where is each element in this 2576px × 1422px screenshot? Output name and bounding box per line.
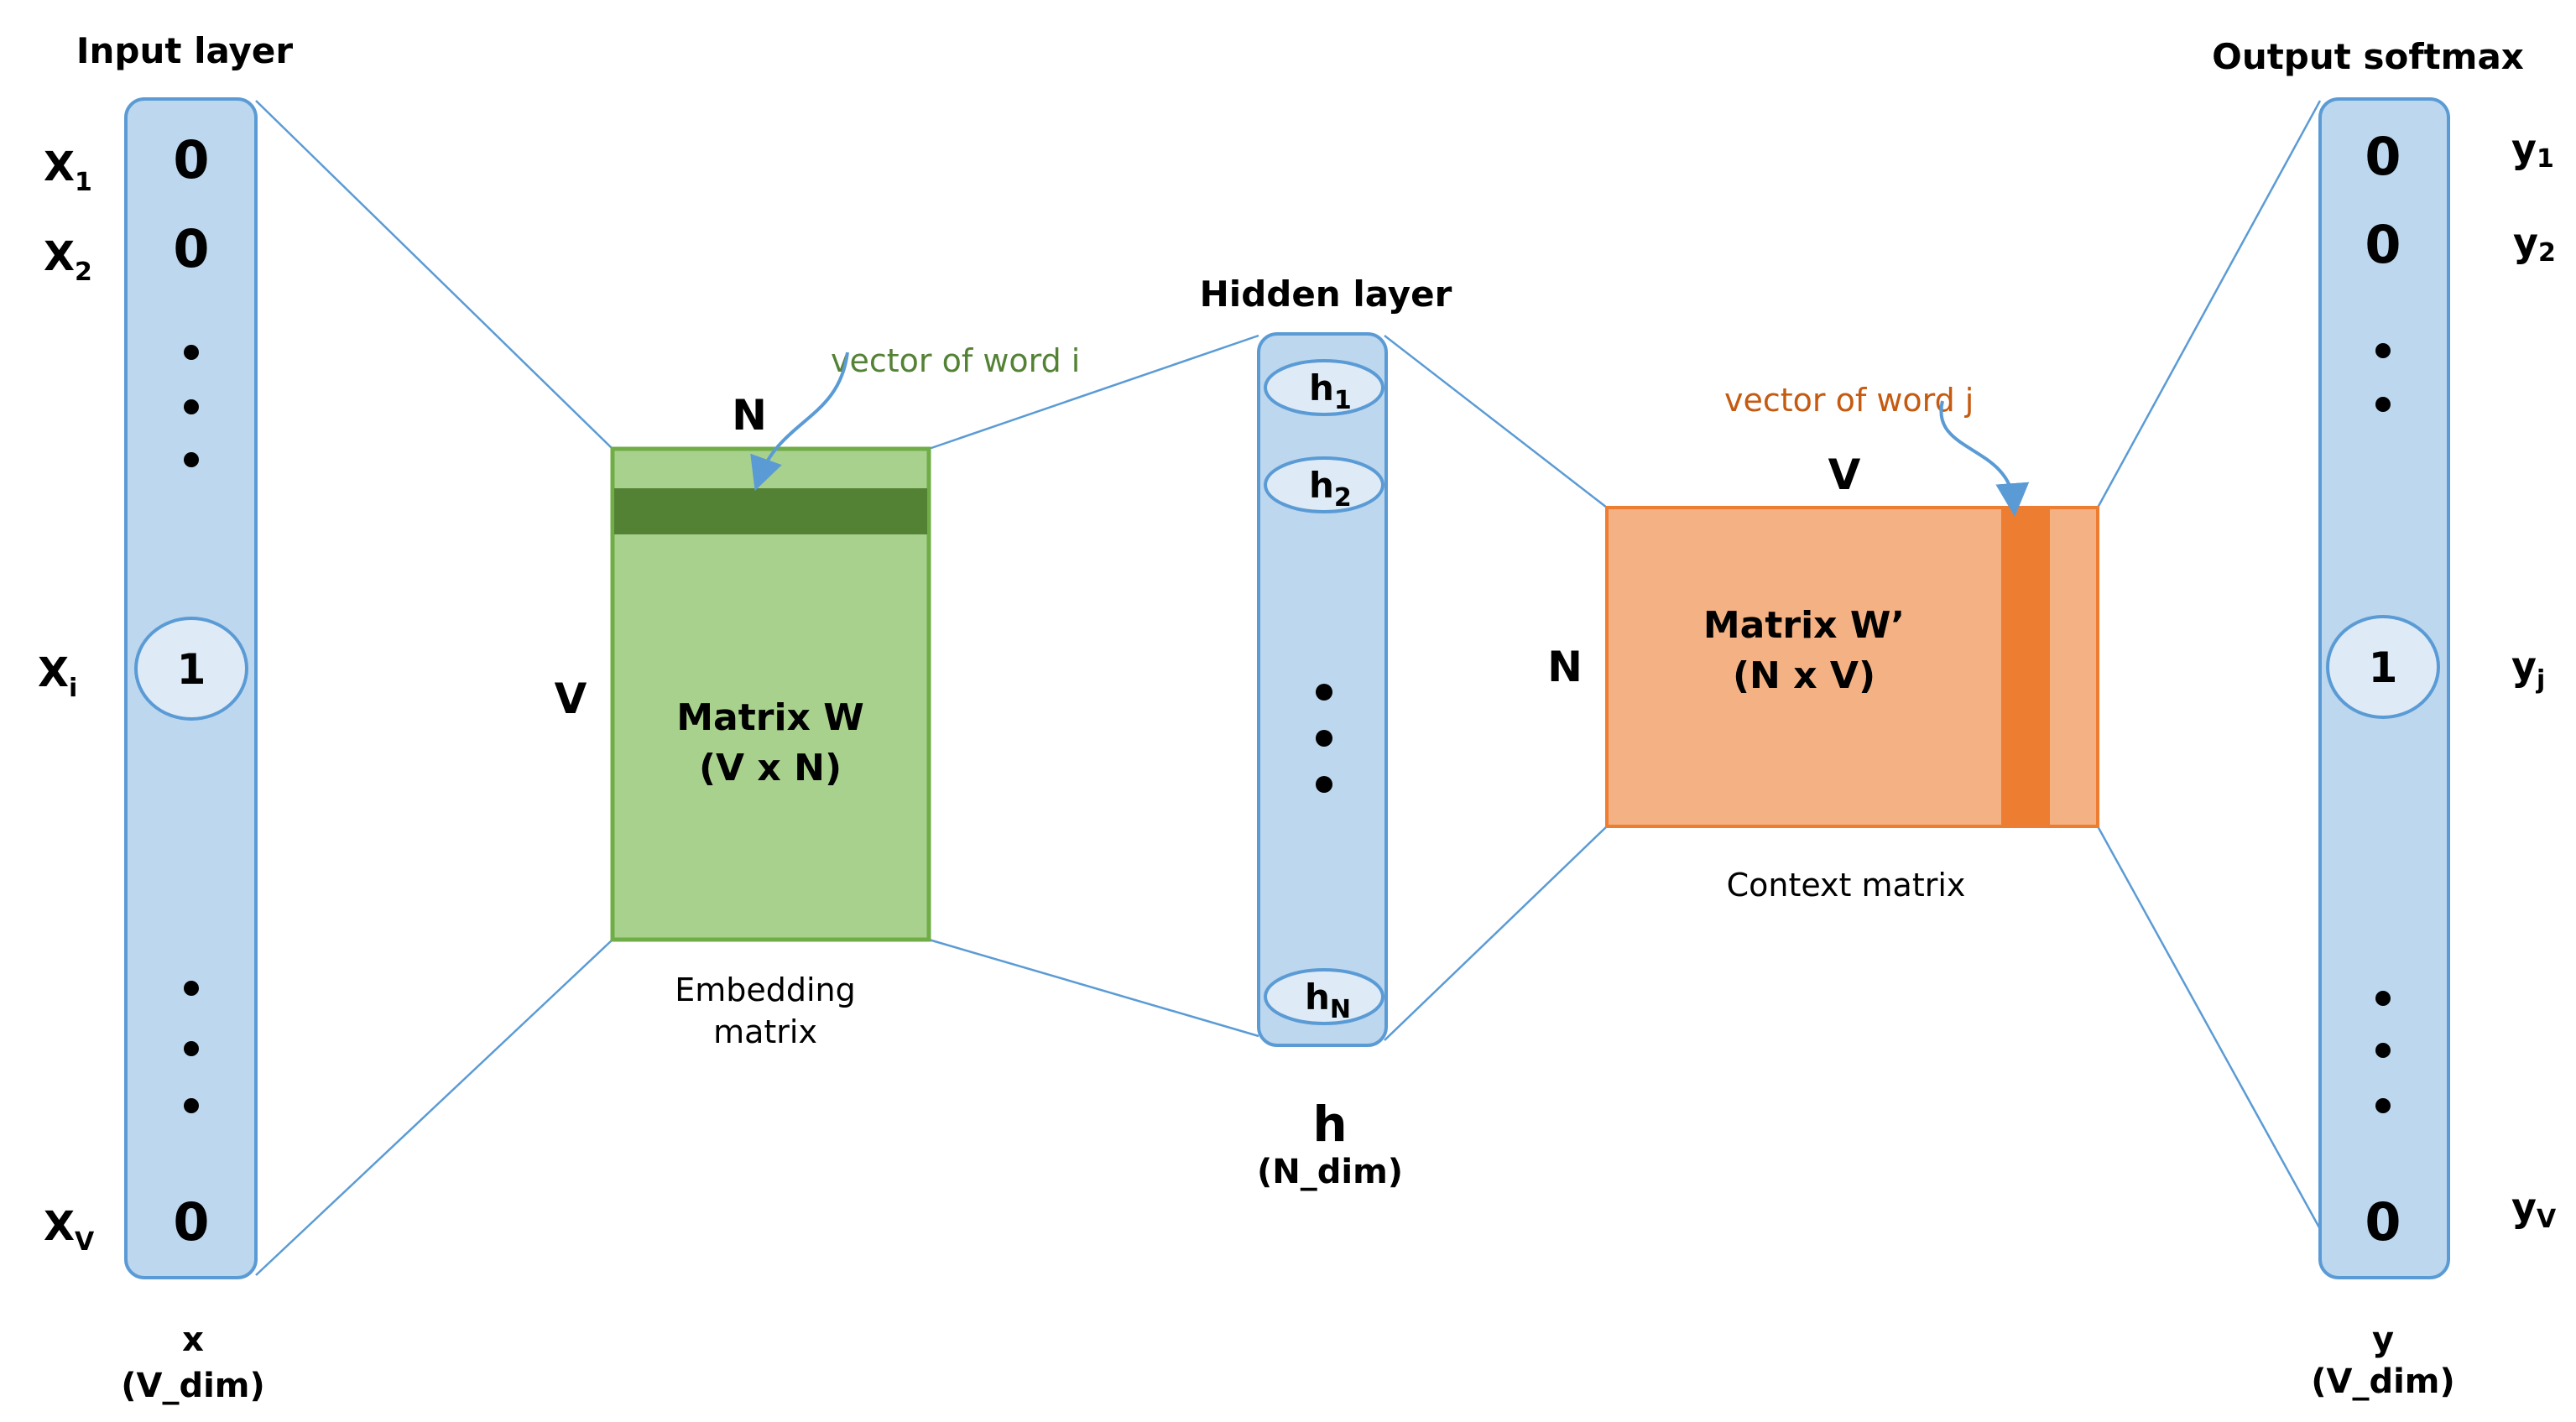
vector-word-i-arrow [750, 352, 849, 492]
hidden-caption-name: h [1312, 1096, 1347, 1153]
output-layer-title: Output softmax [2212, 36, 2524, 77]
output-active-node [2326, 615, 2440, 719]
output-value-1: 0 [2365, 126, 2401, 187]
connector-lines [255, 100, 2322, 1276]
vector-word-j-arrow [1939, 400, 2030, 517]
hidden-node-h2 [1264, 456, 1384, 513]
y1-label: y1 [2511, 126, 2554, 174]
vector-word-j-annotation: vector of word j [1724, 382, 1974, 419]
yj-label: yj [2511, 643, 2545, 695]
input-value-last: 0 [173, 1191, 209, 1253]
output-value-2: 0 [2365, 214, 2401, 275]
hidden-dot [1316, 776, 1332, 793]
context-matrix-name: Matrix W’ [1703, 604, 1905, 647]
output-dot [2375, 1043, 2391, 1058]
output-dot [2375, 991, 2391, 1006]
hidden-caption-dim: (N_dim) [1257, 1153, 1403, 1191]
embedding-caption-line2: matrix [713, 1013, 817, 1050]
embedding-top-label: N [732, 391, 767, 440]
yv-label: yV [2511, 1185, 2557, 1234]
embedding-matrix-name: Matrix W [676, 696, 864, 739]
y2-label: y2 [2513, 220, 2556, 268]
link-hidden-bottom-to-context [1384, 826, 1608, 1041]
embedding-matrix-shape: (V x N) [699, 747, 842, 789]
input-layer-title: Input layer [76, 30, 294, 71]
input-dot [184, 1098, 199, 1113]
input-dot [184, 452, 199, 467]
input-caption-dim: (V_dim) [121, 1367, 265, 1405]
output-value-last: 0 [2365, 1191, 2401, 1253]
embedding-caption-line1: Embedding [675, 971, 856, 1008]
xv-label: XV [44, 1203, 95, 1257]
hidden-node-hN [1264, 968, 1384, 1025]
link-context-bottom-to-output [2096, 826, 2322, 1230]
hidden-dot [1316, 684, 1332, 701]
hidden-layer: Hidden layer h1 h2 hN h (N_dim) [1200, 273, 1452, 1191]
output-layer: Output softmax 0 0 1 0 y1 y2 yj yV y (V_… [2212, 36, 2557, 1401]
input-value-active: 1 [177, 645, 206, 694]
context-side-label: N [1547, 643, 1583, 691]
hidden-node-hN-label: hN [1305, 977, 1351, 1024]
output-caption-name: y [2372, 1320, 2394, 1359]
input-active-node [134, 617, 248, 721]
input-dot [184, 345, 199, 360]
input-layer: Input layer 0 0 1 0 X1 X2 Xi XV x (V_dim… [38, 30, 293, 1405]
input-caption-name: x [182, 1320, 204, 1359]
hidden-dot [1316, 730, 1332, 747]
input-dot [184, 981, 199, 996]
xi-label: Xi [38, 649, 77, 703]
output-dot [2375, 343, 2391, 358]
vector-word-i-annotation: vector of word i [831, 342, 1080, 379]
link-input-top-to-embedding [255, 100, 613, 450]
embedding-side-label: V [555, 675, 587, 723]
context-caption: Context matrix [1727, 867, 1966, 904]
output-value-active: 1 [2369, 643, 2398, 692]
embedding-row-word-i [614, 488, 927, 534]
hidden-layer-title: Hidden layer [1200, 273, 1452, 315]
link-input-bottom-to-embedding [255, 939, 613, 1276]
link-embedding-top-to-hidden [928, 334, 1259, 451]
x1-label: X1 [44, 143, 92, 197]
embedding-matrix: N V Matrix W (V x N) Embedding matrix ve… [555, 342, 1081, 1050]
context-matrix: V N Matrix W’ (N x V) Context matrix vec… [1547, 382, 2099, 904]
hidden-node-h1 [1264, 359, 1384, 416]
x2-label: X2 [44, 233, 92, 287]
link-hidden-top-to-context [1384, 335, 1608, 508]
hidden-node-h2-label: h2 [1309, 465, 1352, 513]
input-value-2: 0 [173, 218, 209, 279]
input-dot [184, 399, 199, 414]
output-caption-dim: (V_dim) [2311, 1362, 2455, 1401]
hidden-node-h1-label: h1 [1309, 367, 1352, 415]
context-top-label: V [1828, 451, 1861, 499]
input-value-1: 0 [173, 129, 209, 190]
input-dot [184, 1041, 199, 1056]
link-context-top-to-output [2096, 100, 2322, 508]
output-dot [2375, 397, 2391, 412]
output-dot [2375, 1098, 2391, 1113]
context-column-word-j [2001, 509, 2050, 825]
context-matrix-shape: (N x V) [1733, 654, 1875, 697]
link-embedding-bottom-to-hidden [928, 938, 1259, 1038]
